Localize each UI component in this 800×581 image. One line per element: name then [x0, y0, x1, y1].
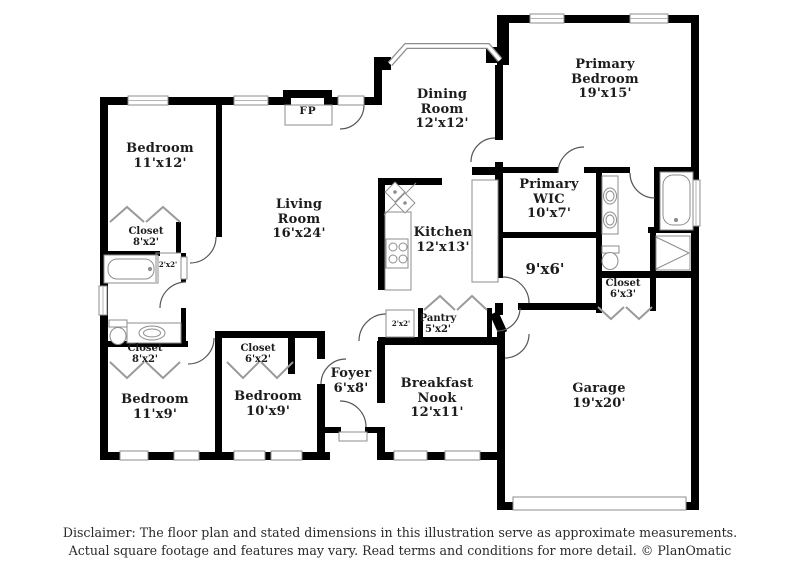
closet-bifold-doors	[109, 205, 653, 380]
small-closet-box	[385, 309, 415, 338]
double-vanity	[601, 175, 619, 235]
door-arcs	[159, 104, 656, 428]
vanity-sink	[126, 322, 182, 344]
bay-window	[387, 43, 503, 66]
disclaimer-line-1: Disclaimer: The floor plan and stated di…	[62, 525, 738, 540]
kitchen-sink	[384, 181, 416, 214]
shower	[655, 235, 691, 271]
door-leaves	[180, 95, 365, 280]
stove	[385, 238, 409, 269]
disclaimer-line-2: Actual square footage and features may v…	[68, 542, 732, 558]
fireplace-box	[284, 104, 333, 126]
hall-bath-fixtures	[103, 252, 182, 345]
toilet	[601, 245, 620, 270]
primary-bath-fixtures	[601, 171, 694, 271]
garage-corner-wall	[489, 311, 508, 335]
kitchen-fixtures	[383, 179, 499, 338]
window-mullions	[102, 18, 697, 315]
bathtub	[659, 171, 694, 231]
kitchen-counter-right	[471, 179, 499, 283]
entry-stoop	[338, 431, 368, 442]
toilet	[108, 319, 128, 345]
disclaimer-text: Disclaimer: The floor plan and stated di…	[0, 524, 800, 560]
garage-door	[512, 496, 687, 511]
small-closet-box	[155, 252, 181, 282]
bathtub	[103, 254, 159, 284]
